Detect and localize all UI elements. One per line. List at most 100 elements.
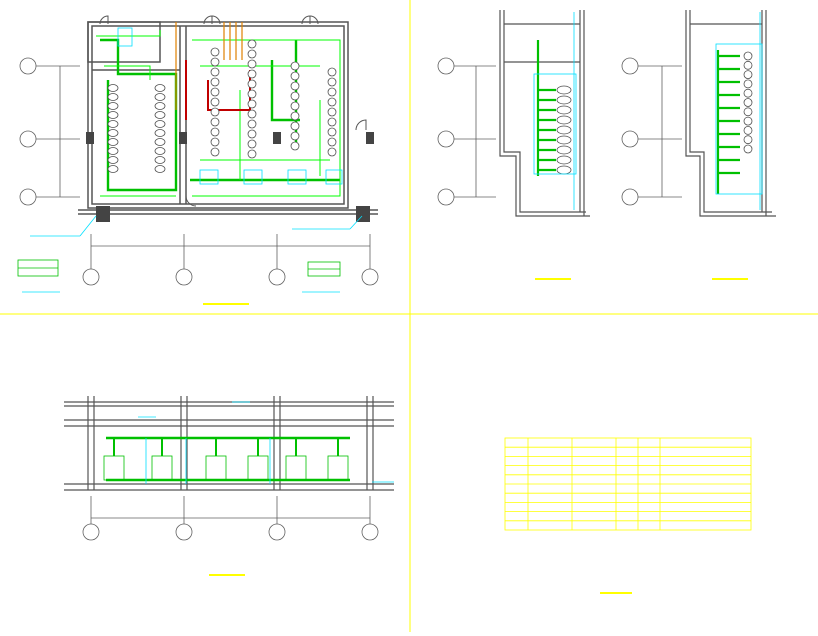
section-a-fixture: [556, 115, 572, 125]
elev-grid-bubble-2: [175, 523, 193, 541]
plan-pipes-orange: [175, 22, 243, 110]
plan-fixture: [327, 117, 337, 127]
plan-fixture: [247, 49, 257, 59]
cyan-box-3: [243, 169, 263, 185]
plan-fixture: [327, 127, 337, 137]
door-swing-4: [301, 15, 311, 25]
section-a-bubble-1: [437, 57, 455, 75]
plan-fixture: [154, 102, 166, 110]
plan-fixture: [327, 67, 337, 77]
plan-fixture: [290, 131, 300, 141]
plan-fixture: [327, 97, 337, 107]
elevation-pipes: [106, 436, 350, 482]
plan-fixture: [210, 77, 220, 87]
plan-fixture: [210, 137, 220, 147]
section-b-fixture: [743, 135, 753, 145]
plan-pipes-bright: [96, 30, 341, 197]
column-3: [273, 132, 281, 144]
plan-fixture: [290, 101, 300, 111]
base-block-2: [356, 206, 370, 222]
plan-grid-axes: [19, 57, 379, 286]
plan-fixture: [107, 84, 119, 92]
plan-fixture: [327, 87, 337, 97]
plan-fixture: [247, 39, 257, 49]
section-views: [437, 10, 776, 280]
elevation-view: [64, 396, 394, 576]
section-a-left-wall-2: [503, 10, 586, 213]
grid-bubble-3: [268, 268, 286, 286]
plan-cyan-elements: [22, 27, 363, 293]
cyan-leader-2: [79, 215, 97, 237]
door-swing-7: [185, 195, 197, 207]
cyan-box-5: [325, 169, 343, 185]
plan-fixture: [154, 165, 166, 173]
plan-fixture: [247, 139, 257, 149]
doors: [99, 15, 367, 207]
section-a-walls: [499, 10, 590, 217]
plan-fixture: [247, 99, 257, 109]
section-a-bubble-2: [437, 130, 455, 148]
section-a-fixture: [556, 125, 572, 135]
elevation-structure: [64, 396, 394, 491]
plan-fixture: [210, 147, 220, 157]
section-b-bubble-2: [621, 130, 639, 148]
grid-bubble-c: [19, 188, 37, 206]
section-b-fixture: [743, 125, 753, 135]
grid-bubble-1: [82, 268, 100, 286]
section-b-fixture: [743, 107, 753, 117]
section-b-fixture: [743, 51, 753, 61]
grid-bubble-2: [175, 268, 193, 286]
plan-fixture: [290, 61, 300, 71]
pipe-bright-1: [96, 30, 161, 37]
plan-fixture: [210, 127, 220, 137]
section-b-fixture: [743, 60, 753, 70]
plan-fixture: [210, 87, 220, 97]
plan-fixture: [290, 121, 300, 131]
plan-fixture: [107, 129, 119, 137]
inner-wall: [91, 25, 345, 205]
section-b-fixture: [743, 116, 753, 126]
plan-fixture: [327, 77, 337, 87]
section-cyan-elements: [533, 12, 763, 210]
door-swing-6: [355, 119, 367, 131]
plan-fixture: [247, 89, 257, 99]
door-swing-1: [99, 15, 109, 25]
door-swing-2: [203, 15, 213, 25]
plan-fixture: [154, 93, 166, 101]
plan-fixture: [107, 138, 119, 146]
plan-fixture: [327, 147, 337, 157]
elevation-grid-axes: [82, 496, 379, 541]
plan-fixture: [154, 147, 166, 155]
plan-fixture: [247, 149, 257, 159]
plan-fixture: [107, 102, 119, 110]
section-b-fixture: [743, 98, 753, 107]
pipe-run-mid: [270, 60, 300, 122]
section-b-left-wall: [685, 10, 776, 217]
column-2: [179, 132, 187, 144]
section-grid-axes: [437, 57, 682, 206]
section-a-fixture: [556, 105, 572, 115]
plan-fixture: [290, 141, 300, 151]
elev-grid-bubble-1: [82, 523, 100, 541]
elev-grid-bubble-4: [361, 523, 379, 541]
plan-fixture: [107, 111, 119, 119]
detail-symbols: [17, 259, 341, 277]
cyan-box-2: [199, 169, 219, 185]
plan-fixture: [290, 91, 300, 101]
section-a-fixture: [556, 95, 572, 105]
legend-table-grid: [504, 437, 752, 531]
section-b-bubble-3: [621, 188, 639, 206]
elevation-fixtures: [103, 438, 349, 481]
plan-fixture: [210, 67, 220, 77]
plan-fixture: [290, 71, 300, 81]
pipe-bright-2: [104, 65, 151, 80]
section-pipes: [536, 40, 740, 194]
column-1: [86, 132, 94, 144]
section-a-fixture: [556, 165, 572, 175]
elev-grid-bubble-3: [268, 523, 286, 541]
plan-fixture: [247, 109, 257, 119]
section-b-bubble-1: [621, 57, 639, 75]
